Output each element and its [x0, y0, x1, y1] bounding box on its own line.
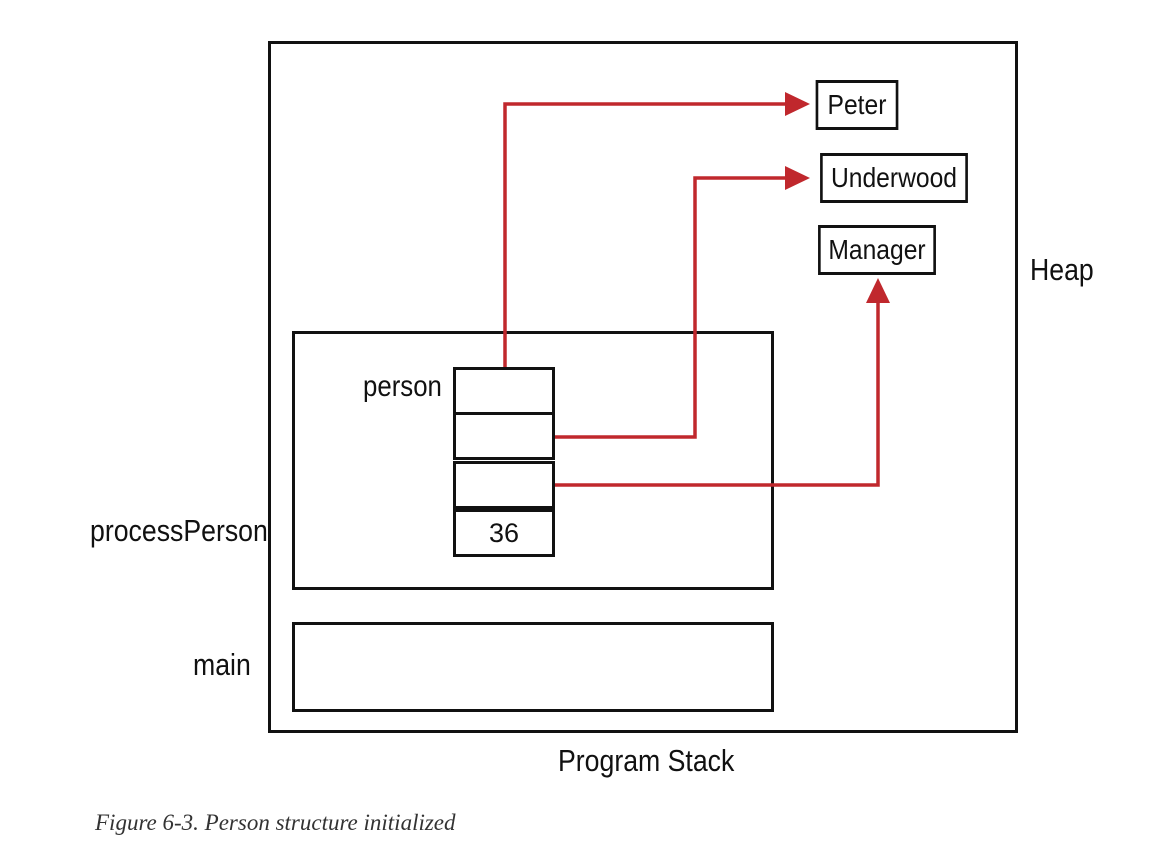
- person-field-last-name: [453, 412, 555, 460]
- main-label: main: [193, 647, 251, 682]
- main-frame: [292, 622, 774, 712]
- figure-caption: Figure 6-3. Person structure initialized: [95, 810, 456, 835]
- heap-string-peter: Peter: [815, 80, 899, 130]
- heap-string-manager: Manager: [818, 225, 936, 275]
- person-label: person: [363, 370, 442, 403]
- heap-label: Heap: [1030, 252, 1094, 287]
- person-field-first-name: [453, 367, 555, 415]
- heap-string-underwood: Underwood: [820, 153, 968, 203]
- program-stack-box: [268, 41, 1018, 733]
- program-stack-label: Program Stack: [558, 743, 735, 778]
- person-field-title: [453, 461, 555, 509]
- person-field-age: 36: [453, 509, 555, 557]
- process-person-label: processPerson: [90, 513, 268, 548]
